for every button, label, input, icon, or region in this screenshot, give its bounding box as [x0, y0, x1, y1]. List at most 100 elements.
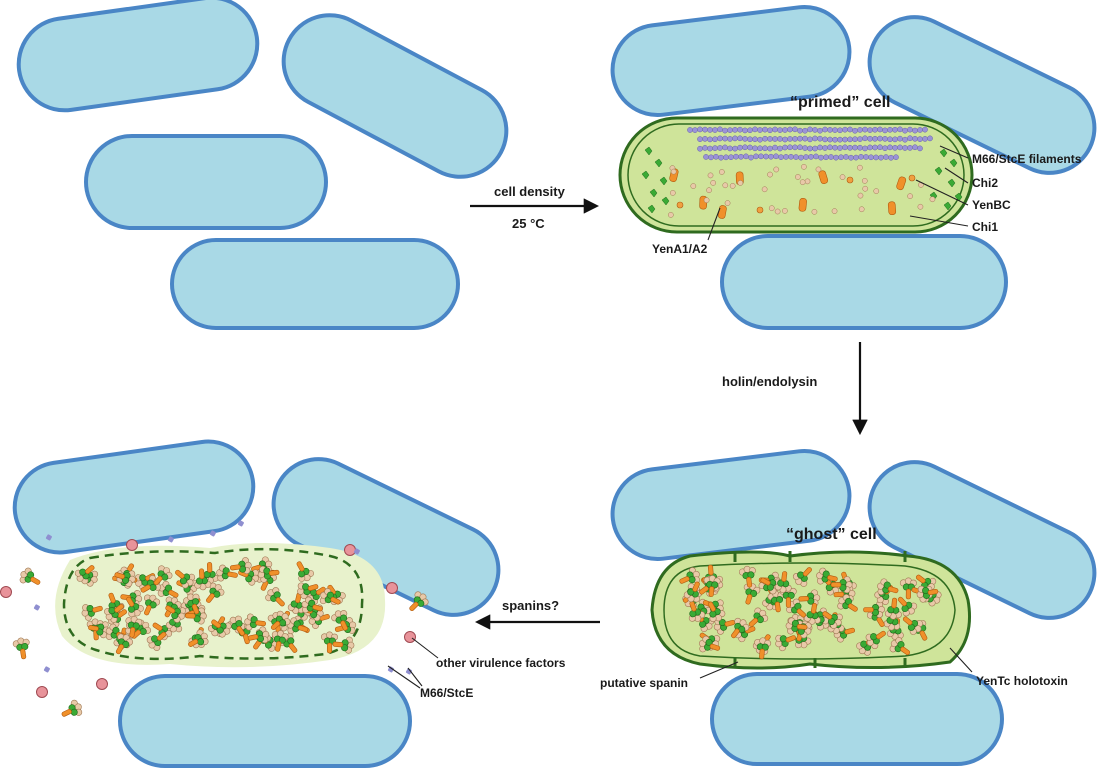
virulence-factor	[36, 686, 48, 698]
chi1-protein	[857, 192, 864, 199]
chi2-protein	[661, 196, 670, 206]
filament-bead	[882, 135, 888, 142]
m66-stce-label: M66/StcE	[420, 686, 474, 700]
filament-bead	[857, 127, 863, 133]
filament-bead	[732, 135, 738, 142]
filament-bead	[863, 154, 869, 160]
chi1-protein	[857, 164, 863, 171]
virulence-factor	[126, 539, 138, 551]
filament-bead	[887, 144, 893, 151]
chi1-protein	[839, 174, 846, 180]
filament-bead	[812, 135, 818, 142]
filament-bead	[702, 126, 708, 133]
filament-bead	[802, 145, 808, 151]
filament-bead	[882, 127, 888, 134]
filament-bead	[767, 136, 773, 142]
filament-bead	[843, 154, 849, 160]
chi1-label: Chi1	[972, 220, 999, 234]
filament-bead	[762, 126, 768, 133]
filament-bead	[822, 145, 828, 151]
filament-bead	[783, 154, 789, 160]
filament-bead	[877, 135, 883, 142]
filament-bead	[818, 154, 824, 161]
filament-bead	[867, 135, 873, 142]
filament-bead	[747, 144, 753, 151]
filament-bead	[702, 136, 708, 142]
chi1-protein	[761, 186, 768, 193]
chi2-label: Chi2	[972, 176, 999, 190]
filament-bead	[708, 154, 714, 161]
filament-bead	[867, 127, 873, 133]
filament-bead	[817, 144, 823, 151]
release-membrane	[62, 547, 364, 661]
filament-bead	[893, 154, 899, 161]
chi1-protein	[718, 169, 725, 175]
yenbc-protein	[846, 176, 854, 184]
chi2-protein	[641, 170, 650, 180]
filament-bead	[752, 126, 758, 133]
filament-bead	[757, 145, 763, 152]
filament-bead	[897, 126, 903, 133]
chi1-protein	[703, 197, 710, 204]
virulence-factor	[0, 586, 12, 598]
bacterium	[281, 13, 509, 179]
filament-bead	[722, 127, 728, 134]
filament-bead	[772, 144, 778, 151]
filament-bead	[797, 135, 803, 142]
filament-bead	[853, 154, 859, 161]
bacterium	[118, 674, 412, 768]
filament-bead	[848, 154, 854, 161]
chi1-protein	[710, 180, 717, 186]
m66-stce-protease	[209, 530, 216, 537]
yenbc-protein	[756, 206, 764, 214]
filament-bead	[902, 136, 908, 143]
filament-bead	[797, 144, 803, 151]
filament-bead	[737, 135, 743, 142]
filament-bead	[717, 145, 723, 151]
filament-bead	[752, 136, 758, 143]
filament-bead	[873, 154, 879, 161]
bacterium	[720, 234, 1008, 330]
ghost-cell-outer	[650, 550, 972, 670]
filament-bead	[892, 145, 898, 151]
ghost-cell-title: “ghost” cell	[786, 526, 877, 543]
filament-bead	[692, 127, 698, 133]
filament-bead	[717, 135, 723, 142]
filament-bead	[927, 135, 933, 142]
bacterium	[867, 460, 1097, 620]
filament-bead	[747, 136, 753, 143]
filament-bead	[832, 127, 838, 133]
filament-bead	[718, 154, 724, 161]
filament-bead	[912, 135, 918, 142]
released-holotoxin	[12, 636, 33, 661]
yena-protein	[887, 201, 897, 216]
filament-bead	[737, 144, 743, 151]
yena-protein	[896, 176, 907, 191]
virulence-factor	[344, 544, 356, 556]
filament-bead	[868, 154, 874, 161]
filaments-label: M66/StcE filaments	[972, 152, 1082, 166]
filament-bead	[787, 136, 793, 142]
chi1-protein	[707, 172, 714, 179]
filament-bead	[878, 154, 884, 161]
filament-bead	[832, 136, 838, 143]
filament-bead	[877, 144, 883, 151]
chi1-protein	[768, 205, 775, 212]
chi1-protein	[795, 174, 801, 180]
filament-bead	[762, 145, 768, 152]
filament-bead	[748, 154, 754, 161]
chi1-protein	[907, 193, 913, 200]
yena-protein	[798, 198, 807, 212]
filament-bead	[742, 144, 748, 151]
filament-bead	[712, 145, 718, 151]
filament-bead	[728, 154, 734, 161]
filament-bead	[703, 154, 709, 160]
chi2-protein	[947, 178, 956, 188]
scattered-factors	[0, 520, 432, 723]
chi2-protein	[934, 166, 943, 176]
filament-bead	[712, 136, 718, 143]
filament-bead	[777, 127, 783, 133]
chi1-protein	[811, 208, 818, 215]
filament-bead	[822, 136, 828, 143]
